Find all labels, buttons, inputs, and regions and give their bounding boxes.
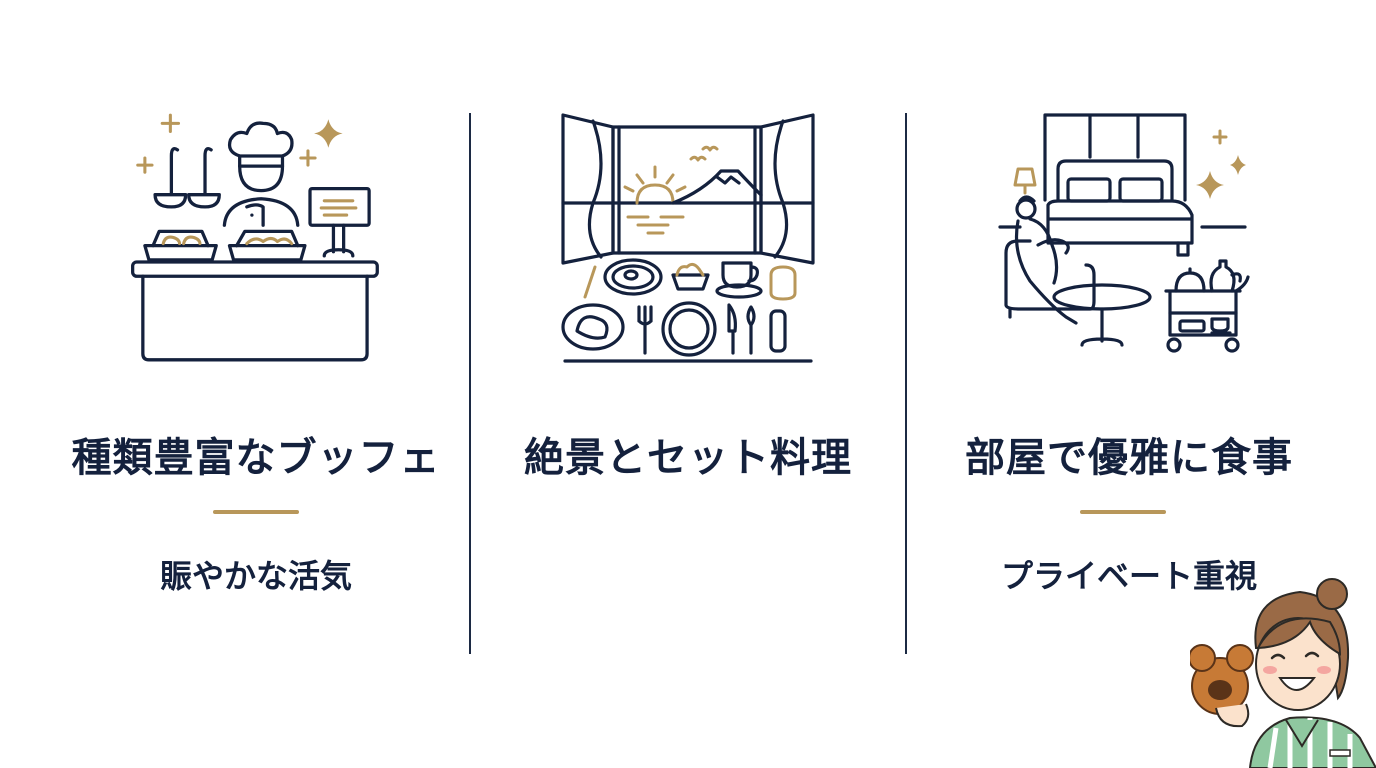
panel-subtitle: 賑やかな活気 [159,557,352,595]
vertical-divider [905,113,907,654]
panel-buffet: 種類豊富なブッフェ 賑やかな活気 [0,0,470,768]
panel-room-dining: 部屋で優雅に食事 プライベート重視 [906,0,1376,768]
buffet-chef-counter-icon [131,113,379,362]
smiling-girl-with-mouse-shaped-bread-icon [1190,578,1376,768]
panel-view-set-meal: 絶景とセット料理 [470,0,906,768]
vertical-divider [469,113,471,654]
panel-title: 絶景とセット料理 [524,435,852,481]
gold-accent-line [1080,510,1166,514]
panel-title: 種類豊富なブッフェ [71,435,441,481]
room-service-dining-icon [998,113,1250,353]
window-view-set-meal-icon [561,113,815,363]
panel-title: 部屋で優雅に食事 [965,435,1293,481]
panel-subtitle: プライベート重視 [1000,557,1257,595]
gold-accent-line [213,510,299,514]
